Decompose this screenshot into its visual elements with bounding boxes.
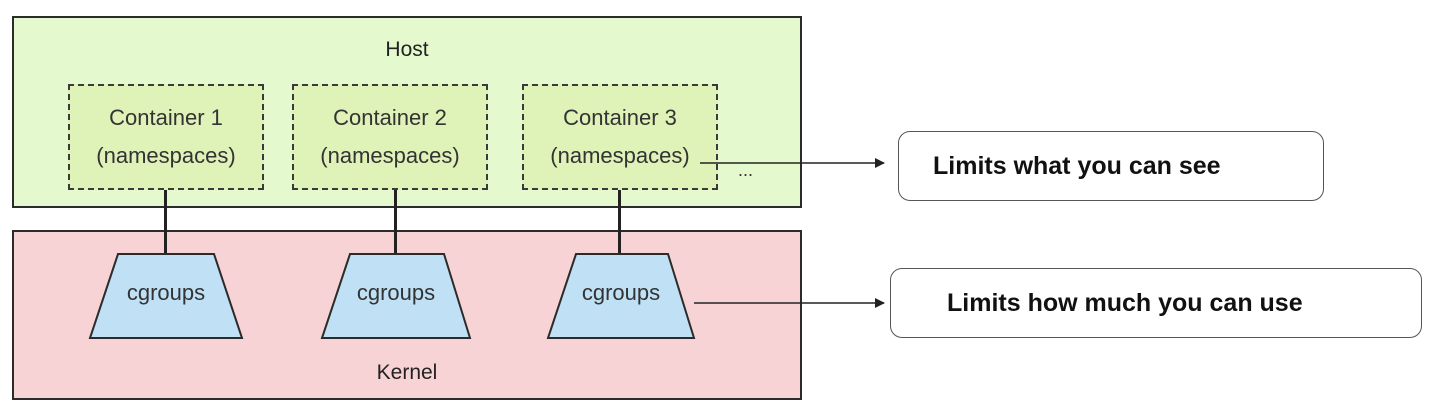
- connector-1: [164, 190, 167, 254]
- callout-cgroups: Limits how much you can use: [890, 268, 1422, 338]
- container-3-sub: (namespaces): [550, 143, 690, 168]
- container-1-sub: (namespaces): [96, 143, 236, 168]
- callout-namespaces: Limits what you can see: [898, 131, 1324, 201]
- cgroups-trapezoid-3: [546, 253, 696, 339]
- host-label: Host: [385, 38, 429, 61]
- cgroups-label-1: cgroups: [126, 280, 206, 305]
- container-2-name: Container 2: [333, 105, 447, 130]
- container-2-box: Container 2 (namespaces): [292, 84, 488, 190]
- connector-2: [394, 190, 397, 254]
- container-3-box: Container 3 (namespaces): [522, 84, 718, 190]
- cgroups-trapezoid-2: [320, 253, 472, 339]
- cgroups-label-2: cgroups: [356, 280, 436, 305]
- kernel-label: Kernel: [376, 361, 438, 384]
- cgroups-label-3: cgroups: [581, 280, 661, 305]
- callout-see-text: Limits what you can see: [933, 151, 1221, 180]
- cgroups-trapezoid-1: [88, 253, 244, 339]
- connector-3: [618, 190, 621, 254]
- container-2-sub: (namespaces): [320, 143, 460, 168]
- container-3-name: Container 3: [563, 105, 677, 130]
- container-1-name: Container 1: [109, 105, 223, 130]
- ellipsis: ...: [738, 160, 754, 180]
- callout-use-text: Limits how much you can use: [947, 288, 1303, 317]
- container-1-box: Container 1 (namespaces): [68, 84, 264, 190]
